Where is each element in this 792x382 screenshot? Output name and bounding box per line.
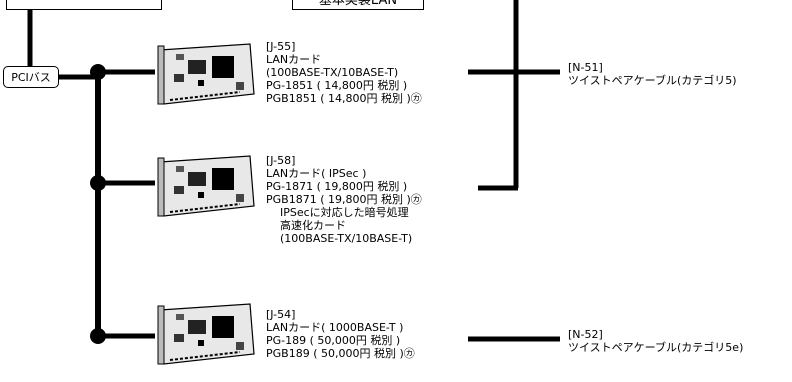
card-j58-line-1: LANカード( IPSec ): [266, 167, 367, 180]
cable-n52-label: ツイストペアケーブル(カテゴリ5e): [568, 341, 744, 354]
card-j58-note-3: (100BASE-TX/10BASE-T): [280, 232, 413, 245]
card-j54-line-3: PGB189 ( 50,000円 税別 )㋕: [266, 347, 415, 360]
card-j54-line-2: PG-189 ( 50,000円 税別 ): [266, 334, 401, 347]
junction-dot-3: [90, 328, 106, 344]
card-j55-id: [J-55]: [266, 40, 296, 53]
card-j55-line-1: LANカード: [266, 53, 322, 66]
builtin-lan-box: 基本実装LAN: [292, 0, 424, 10]
builtin-lan-label: 基本実装LAN: [318, 0, 398, 8]
cable-n51-label: ツイストペアケーブル(カテゴリ5): [568, 74, 737, 87]
pci-card-icon: [157, 303, 255, 365]
left-top-box: [6, 0, 162, 10]
cable-n51-id: [N-51]: [568, 61, 603, 74]
card-j55-line-3: PG-1851 ( 14,800円 税別 ): [266, 79, 408, 92]
card-j58-note-1: IPSecに対応した暗号処理: [280, 206, 409, 219]
card-j54-line-1: LANカード( 1000BASE-T ): [266, 321, 404, 334]
junction-dot-1: [90, 64, 106, 80]
card-j58-id: [J-58]: [266, 154, 296, 167]
pci-bus-label: PCIバス: [11, 71, 51, 84]
card-j55-line-4: PGB1851 ( 14,800円 税別 )㋕: [266, 92, 422, 105]
pci-card-icon: [157, 43, 255, 105]
card-j58-line-3: PGB1871 ( 19,800円 税別 )㋕: [266, 193, 422, 206]
card-j58-note-2: 高速化カード: [280, 219, 346, 232]
junction-dot-2: [90, 175, 106, 191]
card-j58-line-2: PG-1871 ( 19,800円 税別 ): [266, 180, 408, 193]
pci-bus-box: PCIバス: [3, 66, 59, 88]
card-j54-id: [J-54]: [266, 308, 296, 321]
pci-card-icon: [157, 155, 255, 217]
cable-n52-id: [N-52]: [568, 328, 603, 341]
card-j55-line-2: (100BASE-TX/10BASE-T): [266, 66, 399, 79]
